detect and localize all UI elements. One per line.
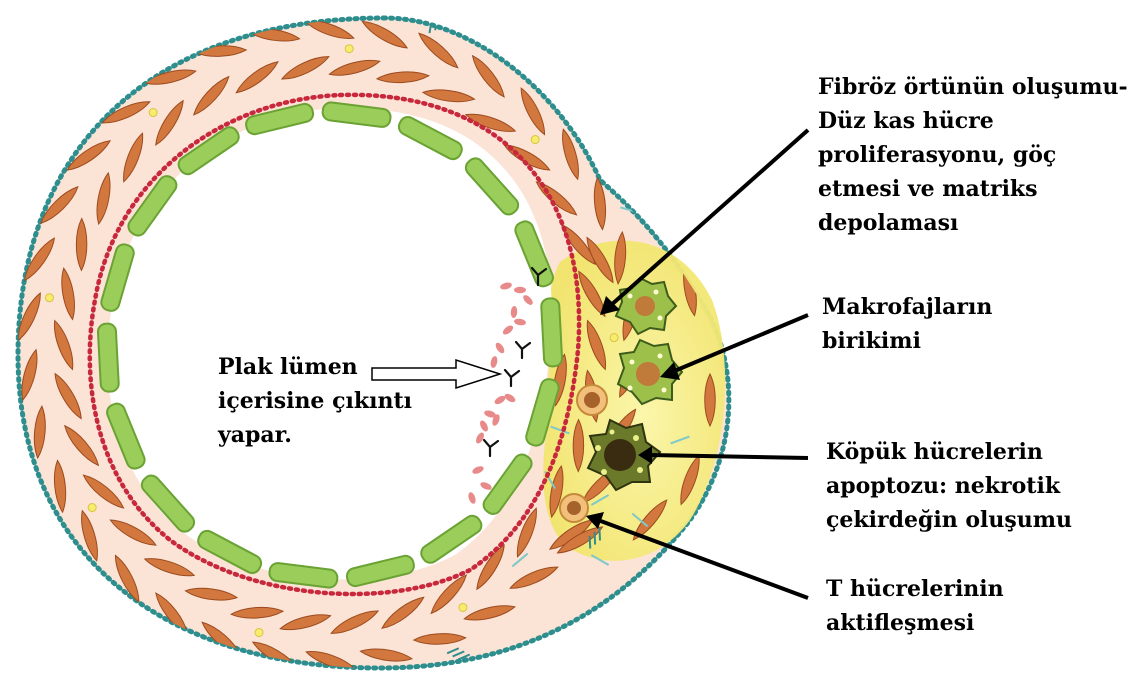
lipid-droplet (459, 603, 467, 611)
label-line: Plak lümen (218, 350, 412, 384)
label-line: T hücrelerinin (826, 572, 1004, 606)
lipid-droplet (610, 334, 618, 342)
collagen-fiber (248, 4, 267, 23)
label-fibrous-cap: Fibröz örtünün oluşumu- Düz kas hücre pr… (818, 70, 1128, 240)
platelet (514, 287, 526, 293)
label-line: çekirdeğin oluşumu (826, 503, 1072, 537)
label-line: birikimi (822, 324, 992, 358)
collagen-fiber (274, 668, 296, 680)
lipid-droplet (149, 109, 157, 117)
lipid-droplet (345, 45, 353, 53)
endothelial-cell (541, 298, 563, 367)
lipid-droplet (45, 294, 53, 302)
collagen-fiber (89, 92, 111, 114)
label-line: yapar. (218, 418, 412, 452)
label-plaque-lumen: Plak lümen içerisine çıkıntı yapar. (218, 350, 412, 452)
label-foam-cells: Köpük hücrelerin apoptozu: nekrotik çeki… (826, 435, 1072, 537)
label-line: içerisine çıkıntı (218, 384, 412, 418)
label-line: depolaması (818, 206, 1128, 240)
label-t-cells: T hücrelerinin aktifleşmesi (826, 572, 1004, 640)
lipid-droplet (531, 136, 539, 144)
label-macrophages: Makrofajların birikimi (822, 290, 992, 358)
label-line: Makrofajların (822, 290, 992, 324)
label-line: proliferasyonu, göç (818, 138, 1128, 172)
label-line: Köpük hücrelerin (826, 435, 1072, 469)
endothelial-cell (98, 323, 120, 392)
lipid-droplet (88, 504, 96, 512)
lipid-droplet (255, 629, 263, 637)
label-line: aktifleşmesi (826, 606, 1004, 640)
label-line: Düz kas hücre (818, 104, 1128, 138)
t-cell (560, 494, 588, 522)
label-line: etmesi ve matriks (818, 172, 1128, 206)
collagen-fiber (2, 256, 24, 278)
label-line: apoptozu: nekrotik (826, 469, 1072, 503)
t-cell (577, 385, 607, 415)
label-line: Fibröz örtünün oluşumu- (818, 70, 1128, 104)
